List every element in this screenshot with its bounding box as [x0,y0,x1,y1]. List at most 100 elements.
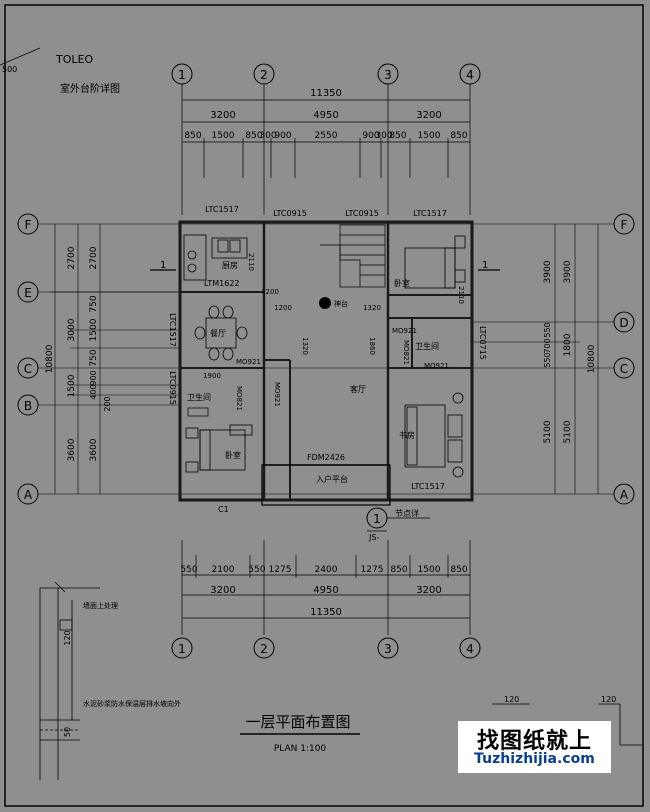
staircase [320,225,385,287]
axis-markers-right: F D C A [614,214,634,504]
door-fdm2426: FDM2426 [307,453,345,462]
bottom-detail-dims: 550 2100 550 1275 2400 1275 850 1500 850 [180,565,467,575]
total-width-top: 11350 [310,88,342,99]
detail-note: 水泥砂浆防水保温层排水坡向外 [83,699,181,708]
bedroom-left-bed [186,425,252,472]
axis-b-left: B [24,399,32,413]
axis-f-left: F [25,218,32,232]
axis-c-left: C [24,362,32,376]
bottom-detail-dim: 1275 [361,565,384,575]
bottom-detail-dim: 2100 [212,565,235,575]
room-kitchen: 厨房 [222,260,238,270]
corner-note: 室外台阶详图 [60,82,120,95]
right-row-dim: 1800 [563,333,573,356]
fragment-dim: 120 [504,695,519,704]
bay-2-bottom: 4950 [313,585,338,596]
bay-3-top: 3200 [416,110,441,121]
room-dining: 餐厅 [210,329,226,338]
door-label: MO921 [236,358,261,366]
detail-note: 墙面上处理 [83,601,118,610]
detail-dim: 50 [63,727,72,737]
shrine-symbol [319,297,331,309]
top-detail-dim: 900 [274,131,291,141]
window-label: LTC1517 [413,209,447,218]
small-dim: 1200 [274,304,292,312]
section-mark-left: 1 [160,260,166,271]
axis-markers-left: F E C B A [18,214,38,504]
right-total: 10800 [587,344,597,373]
room-living: 客厅 [350,384,366,394]
door-label: MO921 [392,327,417,335]
total-width-bottom: 11350 [310,607,342,618]
window-label: LTC1517 [411,482,445,491]
corner-stamp: TOLEO [55,53,93,66]
top-detail-dim: 850 [184,131,201,141]
left-margin-dim: 500 [2,65,17,74]
door-label: MO821 [402,340,410,365]
door-label-c1: C1 [218,505,229,514]
drawing-title: 一层平面布置图 [245,713,350,731]
left-inner-dim: 750 [89,349,99,366]
small-dim: 2110 [457,286,465,304]
drawing-subtitle: PLAN 1:100 [274,744,327,754]
axis-1-bottom: 1 [178,642,186,656]
left-inner-dim: 200 [103,396,112,411]
axis-markers-top: 1 2 3 4 [172,64,480,84]
left-row-dim: 2700 [67,246,77,269]
axis-2-top: 2 [260,68,268,82]
small-dim: 1320 [301,337,309,355]
top-dimensions [182,84,470,215]
axis-markers-bottom: 1 2 3 4 [172,638,480,658]
left-inner-dim: 1500 [89,318,99,341]
watermark-text-en: Tuzhizhijia.com [458,751,611,767]
left-inner-dim: 750 [89,295,99,312]
right-dimensions [470,224,598,494]
left-inner-dim: 2700 [89,246,99,269]
top-detail-dim: 1500 [418,131,441,141]
axis-4-bottom: 4 [466,642,474,656]
right-inner-dim: 5100 [543,420,553,443]
axis-3-bottom: 3 [384,642,392,656]
axis-a-left: A [24,488,33,502]
left-row-dim: 3600 [67,438,77,461]
axis-2-bottom: 2 [260,642,268,656]
window-label: LTC0715 [478,326,487,360]
bay-1-bottom: 3200 [210,585,235,596]
left-inner-dim: 3600 [89,438,99,461]
bay-3-bottom: 3200 [416,585,441,596]
top-detail-dim: 850 [389,131,406,141]
bottom-detail-dim: 550 [180,565,197,575]
bay-1-top: 3200 [210,110,235,121]
top-detail-dim: 2550 [315,131,338,141]
bay-2-top: 4950 [313,110,338,121]
room-bath-left: 卫生间 [187,392,211,402]
section-mark-right: 1 [482,260,488,271]
room-bath-right: 卫生间 [415,341,439,351]
door-label: MO821 [235,386,243,411]
fragment-dim: 120 [601,695,616,704]
axis-a-right: A [620,488,629,502]
left-total: 10800 [45,344,55,373]
right-row-dim: 5100 [563,420,573,443]
right-inner-dim: 3900 [543,260,553,283]
right-inner-dim: 700 [543,338,552,353]
axis-4-top: 4 [466,68,474,82]
right-inner-dim: 550 [543,322,552,337]
door-label: MO921 [424,362,449,370]
detail-ref: 节点详 [395,508,419,518]
room-entry-platform: 入户平台 [316,474,348,484]
left-row-dim: 3000 [67,318,77,341]
window-label: LTC0915 [168,371,177,405]
axis-d-right: D [619,316,628,330]
room-shrine: 神台 [334,299,348,308]
axis-1-top: 1 [178,68,186,82]
window-label: LTC1517 [205,205,239,214]
small-dim: 1200 [261,288,279,296]
right-inner-dim: 550 [543,352,552,367]
bottom-detail-dim: 850 [390,565,407,575]
top-detail-dims: 850 1500 850 300 900 2550 900 300 850 15… [184,131,467,141]
small-dim: 1860 [368,337,376,355]
bottom-detail-dim: 1275 [269,565,292,575]
